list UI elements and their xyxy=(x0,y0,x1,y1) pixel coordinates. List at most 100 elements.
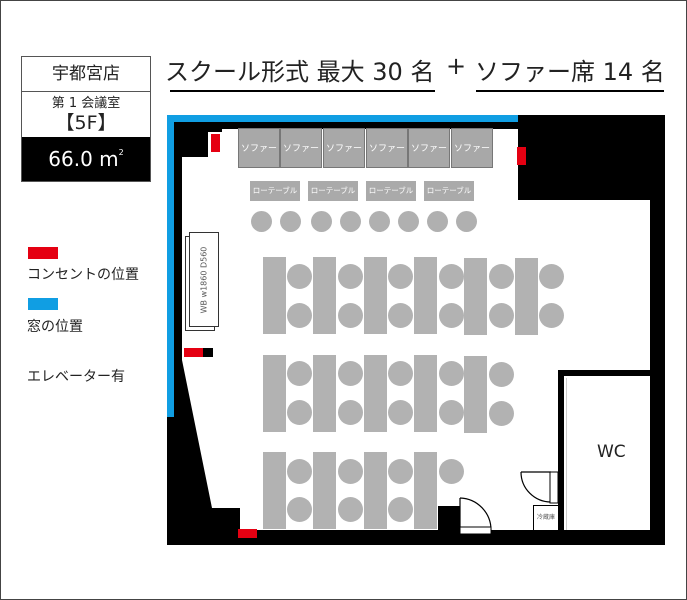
seat xyxy=(439,400,464,425)
wall-door-jamb xyxy=(438,506,460,532)
wall-top-right-block xyxy=(518,115,665,200)
stool xyxy=(311,211,332,232)
seat xyxy=(338,303,363,328)
wc-room: WC xyxy=(566,378,649,530)
desk xyxy=(464,258,487,335)
stool xyxy=(251,211,272,232)
low-table: ローテーブル xyxy=(366,181,416,201)
outlet-top-left xyxy=(211,134,220,152)
desk xyxy=(414,452,437,529)
sofa: ソファー xyxy=(323,128,365,168)
stool xyxy=(456,211,477,232)
legend-outlet-label: コンセントの位置 xyxy=(27,267,139,283)
legend-window-label: 窓の位置 xyxy=(27,319,83,335)
room-name-block: 第 1 会議室 【5F】 xyxy=(22,92,150,136)
stool xyxy=(427,211,448,232)
seat xyxy=(388,497,413,522)
wc-wall-top xyxy=(558,370,650,376)
room-name: 第 1 会議室 xyxy=(51,96,121,111)
wc-label: WC xyxy=(597,442,626,462)
desk xyxy=(313,355,336,432)
seat xyxy=(439,303,464,328)
wall-diagonal xyxy=(174,360,240,545)
stool xyxy=(340,211,361,232)
seat xyxy=(287,361,312,386)
desk xyxy=(414,257,437,334)
wall-bottom xyxy=(167,530,665,545)
seat xyxy=(489,264,514,289)
seat xyxy=(287,303,312,328)
seat xyxy=(388,264,413,289)
desk xyxy=(364,257,387,334)
fridge: 冷蔵庫 xyxy=(533,505,559,531)
window-left xyxy=(167,115,174,417)
floor-label: 【5F】 xyxy=(55,112,117,134)
title-plus: + xyxy=(446,52,467,80)
seat xyxy=(439,459,464,484)
desk xyxy=(515,258,538,335)
low-table: ローテーブル xyxy=(308,181,358,201)
stool xyxy=(369,211,390,232)
desk xyxy=(313,452,336,529)
wall-corner-block xyxy=(182,122,208,157)
stool xyxy=(280,211,301,232)
low-table: ローテーブル xyxy=(250,181,300,201)
outlet-left xyxy=(184,348,203,357)
entrance-door-icon xyxy=(459,497,492,535)
desk xyxy=(414,355,437,432)
seat xyxy=(489,303,514,328)
wc-wall-left xyxy=(558,370,564,532)
area-unit-sup: 2 xyxy=(118,148,124,157)
seat xyxy=(388,459,413,484)
low-table: ローテーブル xyxy=(424,181,474,201)
whiteboard-label: WB w1860 D560 xyxy=(199,246,209,313)
sofa: ソファー xyxy=(238,128,280,168)
desk xyxy=(313,257,336,334)
seat xyxy=(338,497,363,522)
wall-right xyxy=(650,115,665,545)
window-top xyxy=(167,115,519,122)
outlet-left-plug xyxy=(203,348,213,357)
title-sofa-capacity: ソファー席 14 名 xyxy=(475,58,665,86)
sofa: ソファー xyxy=(408,128,450,168)
seat xyxy=(388,400,413,425)
seat xyxy=(287,459,312,484)
wall-left-upper xyxy=(174,122,182,157)
store-name: 宇都宮店 xyxy=(22,57,150,92)
room-info-box: 宇都宮店 第 1 会議室 【5F】 66.0 m2 xyxy=(21,56,151,182)
whiteboard: WB w1860 D560 xyxy=(189,232,219,327)
desk xyxy=(464,356,487,433)
desk xyxy=(364,452,387,529)
wc-door-icon xyxy=(520,471,559,504)
seat xyxy=(338,400,363,425)
outlet-top-right xyxy=(517,147,526,165)
seat xyxy=(287,400,312,425)
wall-left xyxy=(174,157,182,417)
title-underline-right xyxy=(476,90,664,92)
legend-window-swatch xyxy=(28,298,58,310)
wall-top xyxy=(222,122,518,129)
title-school-capacity: スクール形式 最大 30 名 xyxy=(165,58,435,86)
title-underline-left xyxy=(170,90,435,92)
seat xyxy=(439,361,464,386)
seat xyxy=(489,401,514,426)
legend-elevator-label: エレベーター有 xyxy=(27,369,125,385)
seat xyxy=(287,497,312,522)
seat xyxy=(388,303,413,328)
sofa: ソファー xyxy=(451,128,493,168)
room-area: 66.0 m2 xyxy=(22,137,150,181)
seat xyxy=(338,459,363,484)
area-value: 66.0 m xyxy=(48,147,119,171)
seat xyxy=(539,303,564,328)
seat xyxy=(287,264,312,289)
desk xyxy=(263,452,286,529)
sofa: ソファー xyxy=(280,128,322,168)
outlet-bottom xyxy=(238,529,257,538)
seat xyxy=(338,264,363,289)
desk xyxy=(263,257,286,334)
seat xyxy=(539,264,564,289)
sofa: ソファー xyxy=(366,128,408,168)
seat xyxy=(489,362,514,387)
seat xyxy=(338,361,363,386)
desk xyxy=(263,355,286,432)
